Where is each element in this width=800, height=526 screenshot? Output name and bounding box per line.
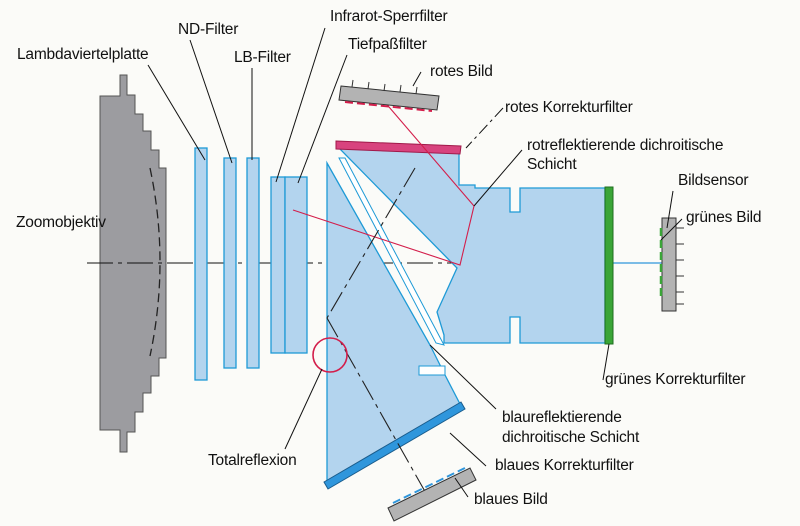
label-gruenes-bild: grünes Bild: [686, 209, 762, 226]
label-gruenes-korrekturfilter: grünes Korrekturfilter: [605, 371, 746, 388]
label-blaues-bild: blaues Bild: [474, 491, 548, 508]
prism-notch: [418, 365, 446, 376]
red-correction-filter: [335, 140, 462, 155]
label-blaureflektierende-line2: dichroitische Schicht: [502, 429, 640, 446]
green-correction-filter: [604, 186, 614, 345]
label-bildsensor: Bildsensor: [678, 172, 749, 189]
lens-curve: [149, 167, 161, 357]
label-rotes-korrekturfilter: rotes Korrekturfilter: [505, 99, 633, 116]
totalreflexion-circle: [312, 337, 348, 373]
label-lb-filter: LB-Filter: [234, 49, 291, 66]
blue-image-sensor: [387, 467, 477, 522]
leader-lines: [147, 27, 683, 498]
label-blaureflektierende-line1: blaureflektierende: [502, 409, 622, 426]
tiefpassfilter-plate: [284, 176, 308, 354]
prism-gap: [338, 157, 445, 346]
lambdaviertelplatte-plate: [194, 147, 208, 381]
label-nd-filter: ND-Filter: [178, 21, 239, 38]
red-sensor-ticks: [351, 79, 418, 95]
infrarot-sperrfilter-plate: [270, 176, 286, 354]
blue-image-marker: [392, 467, 466, 504]
label-infrarot-sperrfilter: Infrarot-Sperrfilter: [330, 8, 448, 25]
label-totalreflexion: Totalreflexion: [208, 452, 297, 469]
label-rotreflektierende-line2: Schicht: [527, 156, 577, 173]
lb-filter-plate: [246, 157, 260, 369]
blue-correction-filter: [323, 401, 466, 490]
label-rotreflektierende-line1: rotreflektierende dichroitische: [527, 137, 724, 154]
label-blaues-korrekturfilter: blaues Korrekturfilter: [495, 457, 634, 474]
blue-light-path-1: [326, 167, 416, 319]
label-zoomobjektiv: Zoomobjektiv: [16, 214, 106, 231]
red-image-marker: [344, 101, 433, 112]
green-sensor-ticks: [676, 227, 684, 305]
red-image-sensor: [338, 85, 440, 111]
label-tiefpassfilter: Tiefpaßfilter: [348, 36, 427, 53]
label-lambdaviertelplatte: Lambdaviertelplatte: [17, 46, 149, 63]
nd-filter-plate: [223, 157, 237, 369]
blue-prism: [326, 160, 461, 484]
label-rotes-bild: rotes Bild: [430, 63, 493, 80]
red-light-path: [292, 99, 475, 266]
blue-light-path-2: [326, 317, 428, 496]
